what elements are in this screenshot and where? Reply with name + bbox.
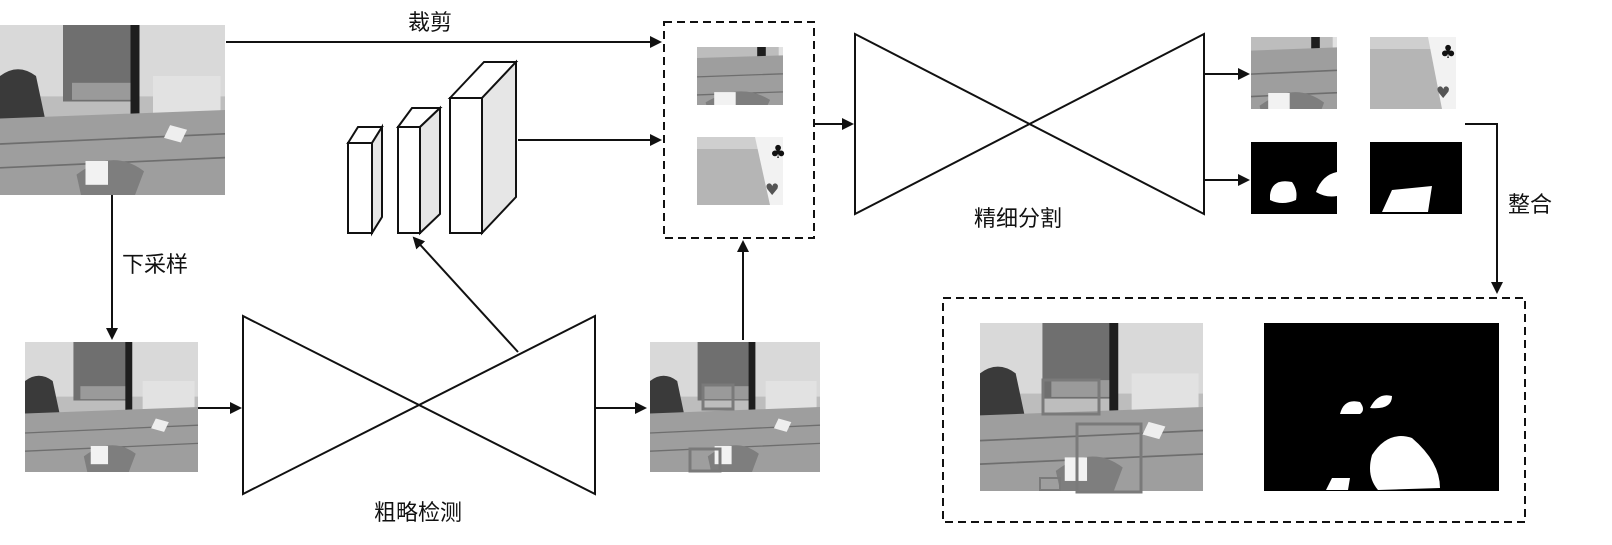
fine-patch-hands	[1251, 37, 1337, 109]
to-features-arrow	[412, 236, 519, 353]
svg-text:♥: ♥	[1436, 83, 1450, 102]
feature-block-small	[346, 123, 384, 237]
feature-block-medium	[396, 105, 443, 236]
crop-patch-card: ♣ ♥	[697, 137, 786, 205]
svg-text:♣: ♣	[770, 142, 786, 163]
svg-text:♥: ♥	[765, 180, 779, 199]
downsampled-image	[25, 342, 198, 472]
final-mask	[1264, 323, 1499, 491]
svg-text:♣: ♣	[1440, 42, 1456, 63]
input-image	[0, 25, 225, 195]
fine-segment-label: 精细分割	[974, 207, 1062, 232]
merge-label: 整合	[1508, 193, 1552, 218]
mask-patch-hands	[1251, 142, 1337, 214]
feature-block-large	[447, 59, 519, 236]
fine-patch-card: ♣ ♥	[1370, 37, 1456, 109]
downsample-label: 下采样	[122, 253, 188, 278]
detection-result-image	[650, 342, 820, 473]
crop-label: 裁剪	[408, 11, 452, 36]
coarse-detection-network	[242, 314, 596, 496]
final-photo	[980, 323, 1203, 494]
final-output-box	[942, 297, 1526, 523]
crop-patches-box: ♣ ♥	[663, 21, 815, 239]
fine-segmentation-network	[854, 32, 1205, 216]
merge-arrow	[1465, 123, 1503, 294]
mask-patch-card	[1370, 142, 1462, 214]
coarse-detect-label: 粗略检测	[374, 501, 462, 526]
